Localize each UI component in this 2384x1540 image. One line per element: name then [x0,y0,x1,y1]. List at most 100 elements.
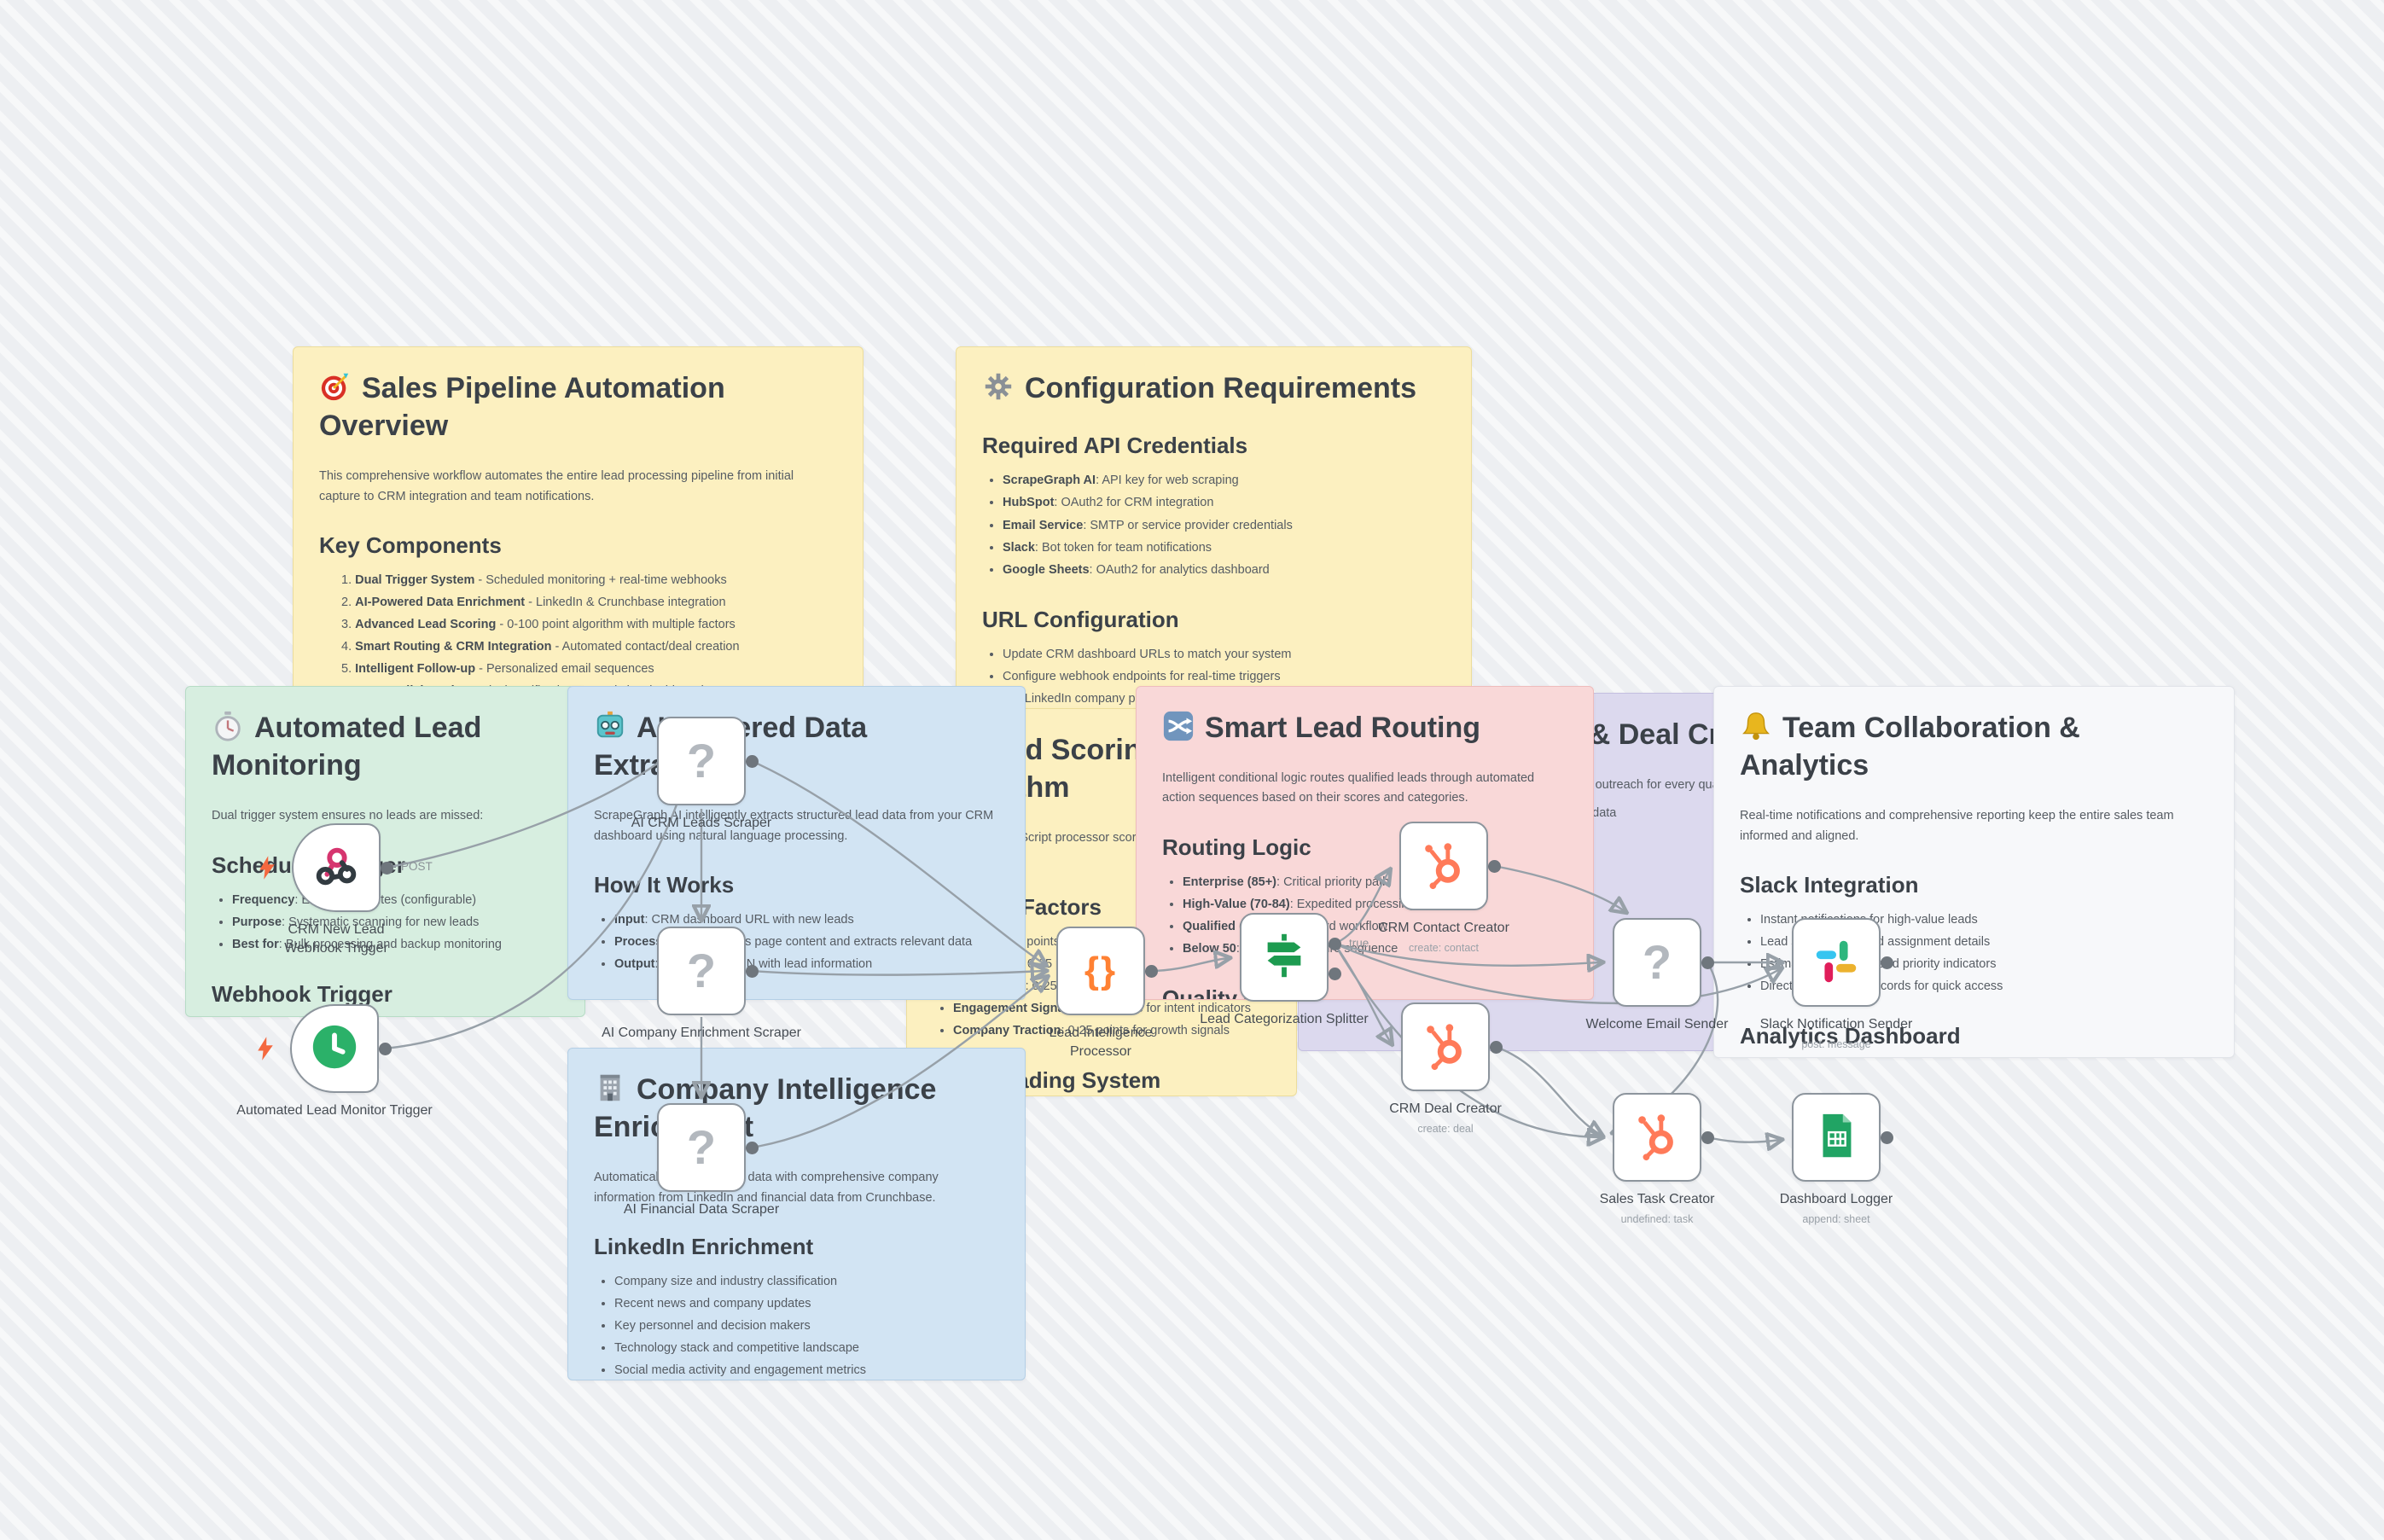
output-port[interactable] [746,1141,759,1154]
output-port[interactable] [1329,968,1341,980]
note-heading: Webhook Trigger [212,981,392,1008]
sales-task-creator[interactable] [1613,1093,1701,1182]
ai-company-enrichment-scraper[interactable]: ? [657,927,746,1015]
edge [1334,942,1601,966]
stopwatch-icon [212,710,244,742]
list-item-text: : AI analyzes page content and extracts … [681,935,973,950]
note-title: Automated Lead Monitoring [212,712,482,782]
output-port[interactable] [1490,1040,1503,1054]
node-title: CRM New Lead Webhook Trigger [284,922,388,956]
list-item-lead: Engagement Signals [953,1002,1075,1016]
list-item-lead: Output [614,957,655,972]
node-label: Lead Intelligence Processor [1022,1024,1180,1061]
crm-deal-creator[interactable] [1401,1002,1490,1091]
crm-contact-creator[interactable] [1399,822,1488,910]
welcome-email-sender[interactable]: ? [1613,918,1701,1007]
note-list: ScrapeGraph AI: API key for web scraping… [982,469,1445,580]
node-label: Lead Categorization Splitter [1193,1010,1376,1029]
lightning-bolt-icon [254,855,280,880]
list-number: 3. [341,618,356,632]
edge [751,759,1044,964]
output-port[interactable] [746,754,759,768]
list-item-text: : Expedited processing [1289,897,1416,911]
note-list: 1. Dual Trigger System - Scheduled monit… [319,569,837,703]
list-item-lead: ScrapeGraph AI [1003,474,1096,488]
list-item-lead: Best for [232,937,279,951]
list-item-text: : API key for web scraping [1096,474,1239,488]
output-port[interactable] [746,964,759,978]
list-item-text: Update CRM dashboard URLs to match your … [1003,648,1292,662]
splitter-icon [1258,929,1311,986]
list-item-lead: High-Value (70-84) [1183,897,1290,911]
sheets-icon [1810,1109,1863,1166]
note-list-item: Configure webhook endpoints for real-tim… [1003,665,1445,688]
node-subtitle: undefined: task [1620,1212,1694,1225]
crm-new-lead-webhook[interactable] [292,823,381,912]
node-subtitle: create: contact [1409,941,1479,954]
list-item-text: - Personalized email sequences [475,662,654,677]
note-list-item: ScrapeGraph AI: API key for web scraping [1003,469,1445,491]
node-label: AI CRM Leads Scraper [590,814,812,833]
note-heading: Required API Credentials [982,433,1248,459]
node-title: Lead Categorization Splitter [1200,1012,1369,1026]
output-port[interactable] [379,1042,392,1055]
slack-notification-sender[interactable] [1792,918,1881,1007]
ai-crm-leads-scraper[interactable]: ? [657,717,746,805]
ai-financial-data-scraper[interactable]: ? [657,1103,746,1192]
note-list-item: HubSpot: OAuth2 for CRM integration [1003,491,1445,514]
output-port[interactable] [1881,1130,1893,1144]
lead-intelligence-processor[interactable]: {} [1056,927,1145,1015]
node-title: CRM Contact Creator [1378,921,1509,935]
list-item-lead: Frequency [232,892,295,907]
list-item-lead: Slack [1003,540,1035,555]
note-heading: LinkedIn Enrichment [594,1233,814,1259]
note-list-item: Purpose: Systematic scanning for new lea… [232,911,559,933]
note-paragraph: This comprehensive workflow automates th… [319,469,794,503]
list-item-text: Recent news and company updates [614,1297,811,1311]
output-port[interactable] [1329,938,1341,950]
webhook-icon [310,840,363,897]
output-port[interactable] [1145,964,1158,978]
list-item-lead: AI-Powered Data Enrichment [355,596,526,610]
list-item-text: : Systematic scanning for new leads [282,915,480,929]
output-port[interactable] [1701,1130,1714,1144]
list-item-text: : SMTP or service provider credentials [1083,518,1293,532]
dashboard-logger[interactable] [1792,1093,1881,1182]
node-label: CRM New Lead Webhook Trigger [262,921,411,957]
code-icon: {} [1084,950,1118,991]
edge [1333,943,1601,1137]
note-heading: URL Configuration [982,606,1179,632]
edge [1495,1045,1601,1135]
list-item-text: : Critical priority path [1276,875,1390,889]
node-title: Welcome Email Sender [1585,1017,1729,1032]
list-number: 2. [341,596,356,610]
output-port[interactable] [1881,956,1893,969]
output-port[interactable] [1488,859,1501,873]
list-item-text: Key personnel and decision makers [614,1319,811,1334]
output-port[interactable] [1701,956,1714,969]
robot-icon [594,710,626,742]
list-number: 5. [341,662,356,677]
node-label: CRM Contact Creator create: contact [1333,919,1555,955]
lead-categorization-splitter[interactable] [1240,913,1329,1002]
note-list-item: 5. Intelligent Follow-up - Personalized … [341,658,837,680]
note-title: Team Collaboration & Analytics [1740,712,2080,782]
edge [751,971,1044,975]
list-item-lead: Advanced Lead Scoring [355,618,497,632]
list-item-text: : 0-25 points for growth signals [1061,1024,1230,1038]
output-port[interactable] [381,861,393,875]
note-list-item: Email Service: SMTP or service provider … [1003,514,1445,537]
note-paragraph: ScrapeGraph AI intelligently extracts st… [594,809,994,843]
automated-lead-monitor[interactable] [290,1004,379,1093]
note-list-item: 1. Dual Trigger System - Scheduled monit… [341,569,837,591]
edge [1150,958,1228,973]
node-title: Sales Task Creator [1599,1192,1715,1206]
note-title: Smart Lead Routing [1205,712,1481,744]
